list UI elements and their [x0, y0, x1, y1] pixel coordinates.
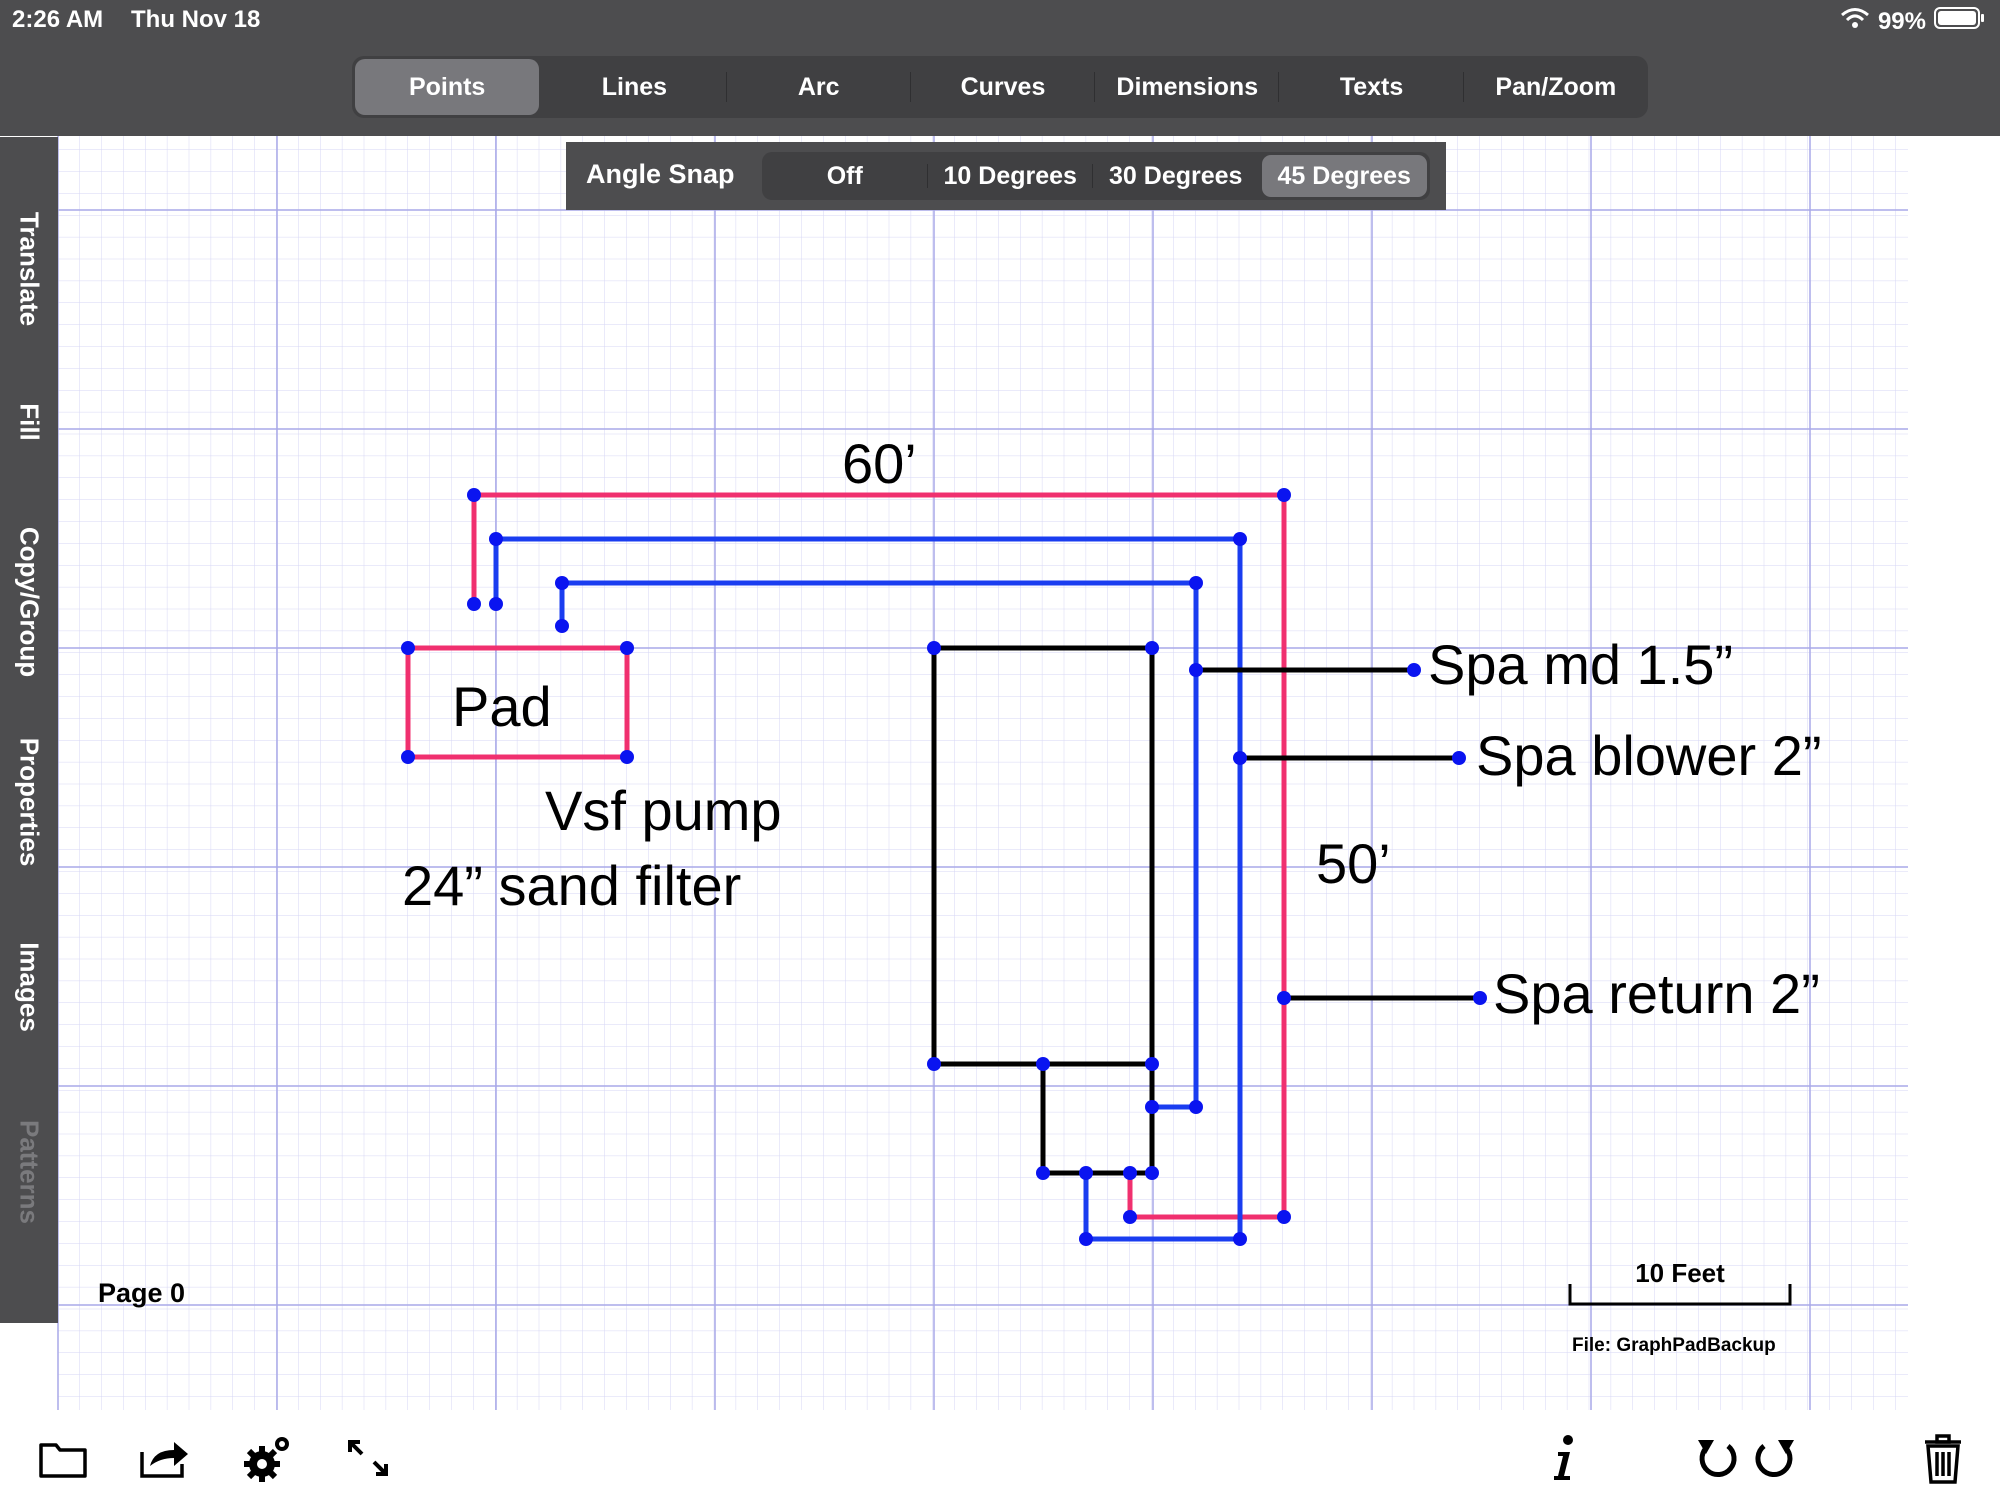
- tab-arc[interactable]: Arc: [727, 56, 911, 118]
- height-dimension-label[interactable]: 50’: [1316, 832, 1391, 895]
- sidebar-item-copy-group[interactable]: Copy/Group: [14, 526, 45, 678]
- status-date: Thu Nov 18: [131, 6, 261, 33]
- drawing-canvas[interactable]: Pad Vsf pump 24” sand filter 60’ 50’ Spa…: [0, 136, 2000, 1410]
- snap-option-10-degrees[interactable]: 10 Degrees: [928, 152, 1093, 200]
- sidebar-item-translate[interactable]: Translate: [14, 211, 45, 327]
- trash-icon[interactable]: [1915, 1430, 1971, 1486]
- redo-icon[interactable]: [1748, 1430, 1804, 1486]
- sidebar-item-fill[interactable]: Fill: [14, 403, 45, 441]
- tab-pan-zoom[interactable]: Pan/Zoom: [1495, 72, 1617, 101]
- scale-label: 10 Feet: [1635, 1258, 1725, 1288]
- file-label: File: GraphPadBackup: [1572, 1335, 1776, 1356]
- expand-icon[interactable]: [340, 1430, 396, 1486]
- major-grid: [57, 136, 1908, 1410]
- snap-option-45-degrees[interactable]: 45 Degrees: [1261, 155, 1427, 197]
- angle-snap-bar: Angle Snap Off 10 Degrees 30 Degrees 45 …: [566, 142, 1446, 210]
- undo-icon[interactable]: [1688, 1430, 1744, 1486]
- tab-texts[interactable]: Texts: [1279, 56, 1464, 118]
- share-icon[interactable]: [136, 1430, 192, 1486]
- tab-dimensions[interactable]: Dimensions: [1095, 56, 1280, 118]
- tab-points[interactable]: Points: [355, 59, 540, 115]
- tab-curves[interactable]: Curves: [911, 56, 1096, 118]
- spa-blower-label[interactable]: Spa blower 2”: [1476, 724, 1822, 787]
- left-sidebar: Translate Fill Copy/Group Properties Ima…: [0, 137, 58, 1323]
- spa-md-label[interactable]: Spa md 1.5”: [1428, 633, 1733, 696]
- status-indicators: 99%: [1840, 6, 1986, 37]
- snap-option-30-degrees[interactable]: 30 Degrees: [1109, 161, 1243, 190]
- point-markers[interactable]: [401, 488, 1487, 1246]
- battery-icon: [1934, 6, 1986, 37]
- sidebar-item-properties[interactable]: Properties: [14, 737, 45, 867]
- spa-return-label[interactable]: Spa return 2”: [1493, 962, 1820, 1025]
- tool-tabbar: Points Lines Arc Curves Dimensions Texts…: [0, 40, 2000, 136]
- width-dimension-label[interactable]: 60’: [842, 432, 917, 495]
- filter-label[interactable]: 24” sand filter: [402, 854, 741, 917]
- info-icon[interactable]: [1536, 1430, 1592, 1486]
- status-bar: 2:26 AM Thu Nov 18 99%: [0, 0, 2000, 40]
- angle-snap-label: Angle Snap: [586, 159, 735, 189]
- sidebar-item-patterns[interactable]: Patterns: [14, 1119, 45, 1225]
- folder-icon[interactable]: [36, 1430, 92, 1486]
- snap-option-off[interactable]: Off: [762, 152, 928, 200]
- scale-bar: [1568, 1284, 1792, 1306]
- sidebar-item-images[interactable]: Images: [14, 942, 45, 1032]
- page-label: Page 0: [98, 1278, 186, 1308]
- settings-icon[interactable]: [240, 1430, 296, 1486]
- tab-lines[interactable]: Lines: [542, 56, 727, 118]
- bottom-toolbar: [0, 1410, 2000, 1500]
- wifi-icon: [1840, 7, 1870, 36]
- status-time: 2:26 AM: [12, 6, 104, 33]
- tool-tabs: Points Lines Arc Curves Dimensions Texts…: [352, 56, 1648, 118]
- battery-percent: 99%: [1877, 7, 1926, 35]
- angle-snap-options: Off 10 Degrees 30 Degrees 45 Degrees: [762, 152, 1430, 200]
- pink-pipe[interactable]: [405, 492, 1287, 1220]
- pump-label[interactable]: Vsf pump: [545, 779, 782, 842]
- pad-label[interactable]: Pad: [452, 675, 552, 738]
